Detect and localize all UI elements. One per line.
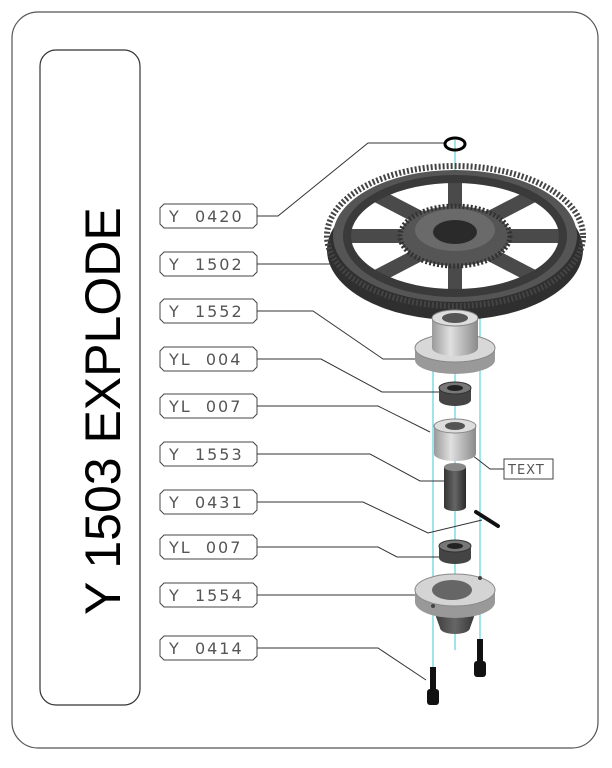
hub-part xyxy=(414,309,496,374)
callout-yl004: YL 004 xyxy=(159,346,258,372)
callout-y1554: Y 1554 xyxy=(159,582,258,608)
callout-yl007-lower: YL 007 xyxy=(159,534,258,560)
outer-frame xyxy=(11,11,599,749)
callout-labels: Y 0420 Y 1502 Y 1552 YL 004 YL 007 Y 155… xyxy=(159,203,554,661)
drawing-title: Y 1503 EXPLODE xyxy=(75,207,131,615)
callout-label: Y 1554 xyxy=(168,586,244,605)
bearing-part xyxy=(438,381,472,406)
callout-label: Y 1553 xyxy=(168,445,244,464)
callout-label: Y 0431 xyxy=(168,493,244,512)
callout-label: Y 1502 xyxy=(168,255,244,274)
shaft-tube-part xyxy=(444,463,466,511)
bearing-lower-part xyxy=(438,539,472,564)
callout-label: YL 007 xyxy=(168,397,242,416)
callout-label: Y 0414 xyxy=(168,639,244,658)
title-frame xyxy=(39,49,141,706)
ring-part xyxy=(443,136,467,152)
main-gear xyxy=(324,163,586,320)
callout-y0420: Y 0420 xyxy=(159,203,258,229)
text-tag: TEXT xyxy=(503,458,554,480)
callout-y0431: Y 0431 xyxy=(159,489,258,515)
callout-label: Y 1552 xyxy=(168,302,244,321)
callout-yl007: YL 007 xyxy=(159,393,258,419)
text-tag-label: TEXT xyxy=(507,463,545,478)
callout-y1553: Y 1553 xyxy=(159,441,258,467)
spacer-part xyxy=(433,418,477,461)
callout-y1552: Y 1552 xyxy=(159,298,258,324)
callout-label: Y 0420 xyxy=(168,207,244,226)
callout-label: YL 007 xyxy=(168,538,242,557)
leader-lines xyxy=(257,142,504,681)
base-flange-part xyxy=(414,573,496,634)
callout-y0414: Y 0414 xyxy=(159,635,258,661)
pin-part xyxy=(474,510,500,528)
callout-label: YL 004 xyxy=(168,350,242,369)
screw-parts xyxy=(427,639,486,705)
callout-y1502: Y 1502 xyxy=(159,251,258,277)
